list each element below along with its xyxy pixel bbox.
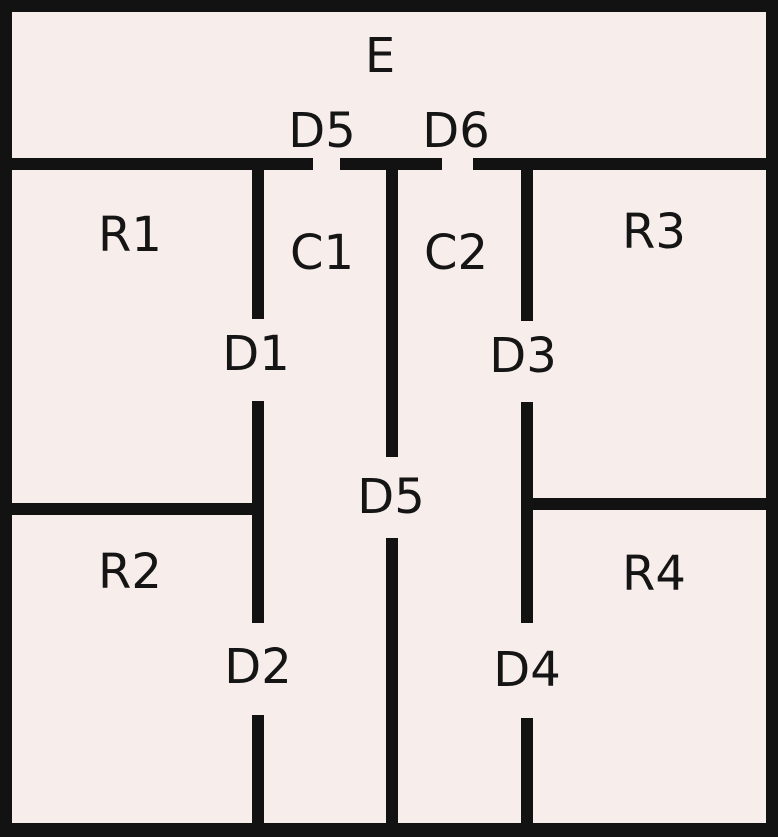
door-label-d2: D2: [224, 639, 292, 695]
left-divider-upper-segment: [252, 170, 264, 319]
door-label-d3: D3: [489, 328, 557, 384]
corridor-label-c1: C1: [289, 225, 355, 281]
room-label-r3: R3: [622, 204, 686, 260]
door-label-d6: D6: [422, 103, 490, 159]
center-divider-upper-segment: [386, 170, 398, 457]
outer-wall-top: [0, 0, 778, 12]
corridor-label-c2: C2: [423, 225, 489, 281]
center-divider-lower-segment: [386, 538, 398, 823]
outer-wall-bottom: [0, 823, 778, 837]
right-divider-lower-segment: [521, 718, 533, 823]
right-divider-upper-segment: [521, 170, 533, 321]
entrance-wall-right-segment: [473, 158, 778, 170]
door-label-d5-center: D5: [357, 469, 425, 525]
outer-wall-right: [766, 0, 778, 837]
r3-r4-divider-wall: [521, 498, 778, 510]
entrance-wall-left-segment: [0, 158, 313, 170]
door-label-d1: D1: [222, 326, 290, 382]
room-label-r2: R2: [98, 544, 162, 600]
room-label-r4: R4: [622, 546, 686, 602]
left-divider-lower-segment: [252, 715, 264, 823]
door-label-d4: D4: [493, 642, 561, 698]
door-label-d5-top: D5: [288, 103, 356, 159]
room-label-r1: R1: [98, 207, 162, 263]
outer-wall-left: [0, 0, 12, 837]
r1-r2-divider-wall: [0, 503, 264, 515]
room-label-entrance: E: [364, 28, 396, 84]
right-divider-middle-segment: [521, 402, 533, 623]
entrance-wall-middle-segment: [340, 158, 442, 170]
